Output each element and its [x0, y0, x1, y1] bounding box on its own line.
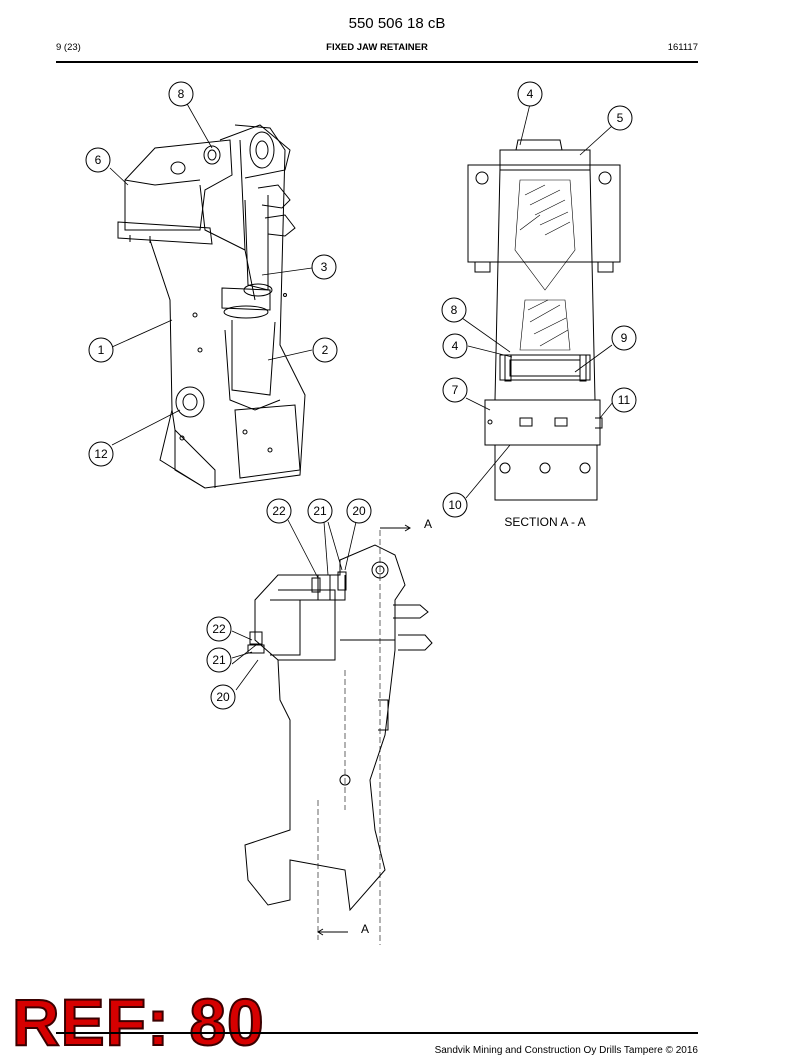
svg-text:4: 4: [527, 87, 534, 101]
callout-12-iso: 12: [88, 441, 114, 467]
svg-text:11: 11: [618, 393, 631, 407]
svg-text:20: 20: [352, 504, 366, 518]
svg-text:9: 9: [621, 331, 628, 345]
callout-22-side-top: 22: [266, 498, 292, 524]
page-number: 9 (23): [56, 42, 81, 53]
header-date: 161117: [667, 42, 698, 53]
svg-text:22: 22: [272, 504, 286, 518]
callout-20-side-left: 20: [210, 684, 236, 710]
leader-lines: [109, 101, 614, 691]
callout-8-iso: 8: [168, 81, 194, 107]
svg-text:10: 10: [448, 498, 462, 512]
section-view: [467, 139, 621, 501]
document-number: 550 506 18 cB: [348, 15, 446, 32]
callout-4b-section: 4: [442, 333, 468, 359]
footer-divider: [56, 1032, 698, 1034]
svg-text:21: 21: [313, 504, 327, 518]
svg-text:4: 4: [452, 339, 459, 353]
section-title: SECTION A - A: [504, 515, 585, 529]
callout-22-side-left: 22: [206, 616, 232, 642]
callout-3-iso: 3: [311, 254, 337, 280]
svg-text:20: 20: [216, 690, 230, 704]
cut-label-bottom: A: [361, 922, 369, 936]
svg-text:12: 12: [94, 447, 108, 461]
svg-text:7: 7: [452, 383, 459, 397]
svg-text:21: 21: [212, 653, 226, 667]
callout-20-side-top: 20: [346, 498, 372, 524]
ref-stamp: REF: 80: [11, 984, 265, 1060]
svg-text:22: 22: [212, 622, 226, 636]
callout-4-section: 4: [517, 81, 543, 107]
callout-11-section: 11: [611, 387, 637, 413]
callout-10-section: 10: [442, 492, 468, 518]
cut-label-top: A: [424, 517, 432, 531]
svg-text:5: 5: [617, 111, 624, 125]
svg-text:6: 6: [95, 153, 102, 167]
page-title: FIXED JAW RETAINER: [326, 42, 428, 53]
side-view: [244, 524, 433, 945]
callout-8-section: 8: [441, 297, 467, 323]
svg-text:2: 2: [322, 343, 329, 357]
svg-text:8: 8: [451, 303, 458, 317]
callout-5-section: 5: [607, 105, 633, 131]
footer-copyright: Sandvik Mining and Construction Oy Drill…: [434, 1045, 698, 1056]
callout-21-side-left: 21: [206, 647, 232, 673]
svg-text:1: 1: [98, 343, 105, 357]
isometric-view: [117, 124, 306, 489]
svg-text:8: 8: [178, 87, 185, 101]
header-divider: [56, 61, 698, 63]
callouts: 8 6 3 1 2 12 4 5 8 9 4 7 11 10 22 21 20 …: [85, 81, 637, 710]
callout-2-iso: 2: [312, 337, 338, 363]
callout-9-section: 9: [611, 325, 637, 351]
callout-6-iso: 6: [85, 147, 111, 173]
callout-7-section: 7: [442, 377, 468, 403]
svg-text:3: 3: [321, 260, 328, 274]
header-row: 9 (23) FIXED JAW RETAINER 161117: [56, 42, 698, 56]
callout-21-side-top: 21: [307, 498, 333, 524]
callout-1-iso: 1: [88, 337, 114, 363]
